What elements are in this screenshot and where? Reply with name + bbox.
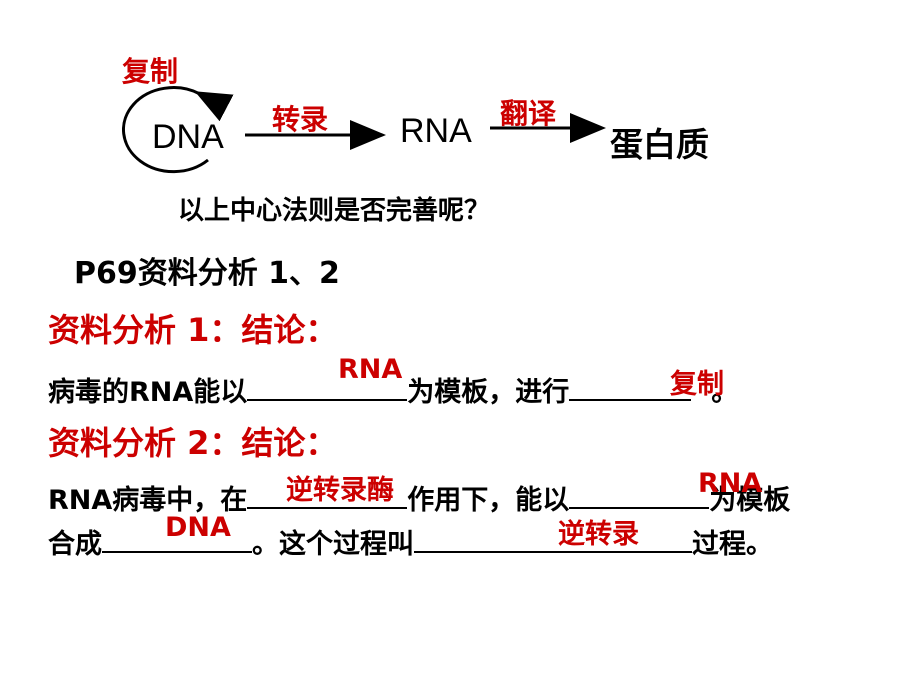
rna-label: RNA (400, 112, 472, 150)
reference-text: P69资料分析 1、2 (74, 256, 340, 291)
analysis2-line1-c: 为模板 (709, 485, 791, 516)
analysis2-line2-a: 合成 (48, 529, 102, 560)
analysis2-line2-c: 过程。 (692, 529, 773, 560)
analysis2-heading: 资料分析 2：结论： (48, 424, 338, 462)
replication-label: 复制 (122, 55, 179, 88)
analysis1-text-c: 。 (711, 377, 739, 408)
analysis1-heading: 资料分析 1：结论： (48, 311, 338, 349)
analysis1-answer2: 复制 (670, 369, 724, 400)
analysis2-line1: RNA病毒中，在 作用下，能以 为模板 (48, 478, 790, 517)
analysis2-answer1: 逆转录酶 (286, 475, 394, 506)
analysis2-line2-b: 。这个过程叫 (252, 529, 414, 560)
analysis1-sentence: 病毒的RNA能以 为模板，进行 。 (48, 370, 738, 409)
analysis2-answer4: 逆转录 (558, 519, 639, 550)
protein-label: 蛋白质 (610, 125, 709, 164)
dna-label: DNA (152, 118, 224, 156)
blank-2 (569, 393, 692, 401)
analysis2-answer3: DNA (165, 512, 231, 543)
blank-6 (414, 545, 692, 553)
analysis2-line2: 合成 。这个过程叫 过程。 (48, 522, 773, 561)
blank-5 (102, 545, 252, 553)
analysis1-answer1: RNA (338, 354, 403, 385)
blank-1 (247, 393, 408, 401)
analysis2-line1-a: RNA病毒中，在 (48, 485, 248, 516)
analysis2-line1-b: 作用下，能以 (407, 485, 570, 516)
transcription-label: 转录 (272, 103, 329, 136)
analysis2-answer2: RNA (698, 468, 763, 499)
translation-label: 翻译 (500, 97, 557, 130)
analysis1-text-b: 为模板，进行 (407, 377, 570, 408)
blank-3 (247, 501, 408, 509)
blank-4 (569, 501, 710, 509)
question-text: 以上中心法则是否完善呢？ (178, 196, 491, 226)
analysis1-text-a: 病毒的RNA能以 (48, 377, 248, 408)
replication-cycle-arrow (121, 86, 234, 174)
